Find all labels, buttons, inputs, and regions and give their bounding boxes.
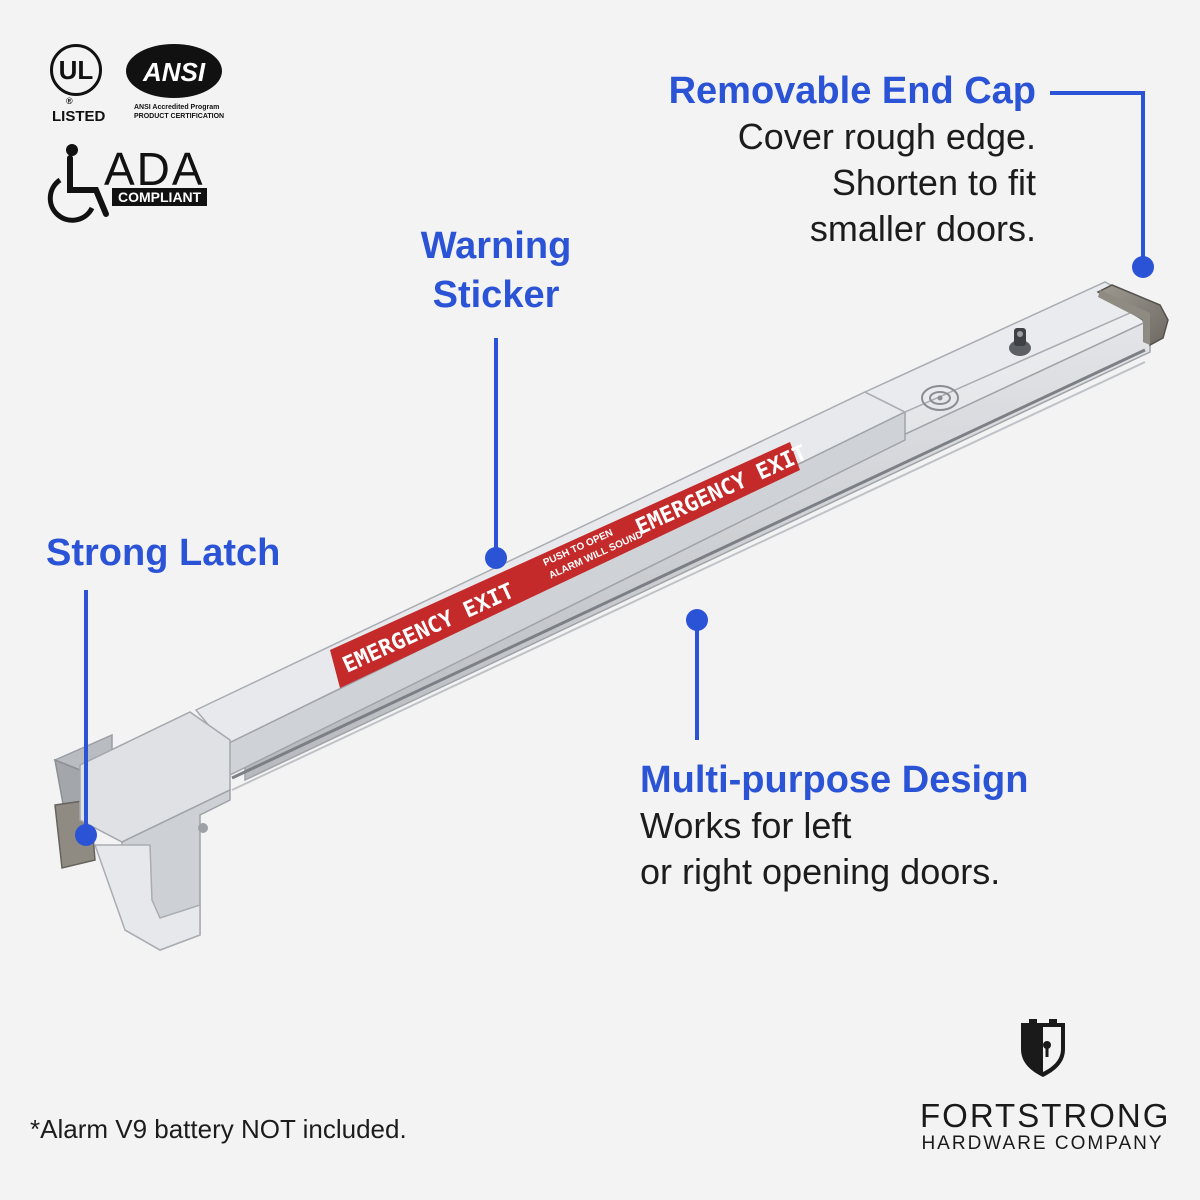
brand-logo: FORTSTRONG HARDWARE COMPANY (920, 1015, 1171, 1155)
end-cap (1096, 284, 1169, 347)
brand-name: FORTSTRONG (920, 1097, 1171, 1134)
speaker-grill-icon (921, 385, 959, 411)
design-title: Multi-purpose Design (640, 759, 1029, 801)
keyhole-icon (1009, 328, 1031, 356)
latch-callout: Strong Latch (46, 530, 346, 576)
sticker-callout: Warning Sticker (396, 222, 596, 320)
ada-compliant-label: COMPLIANT (112, 188, 208, 206)
callout-lines (84, 91, 1145, 830)
end-cap-callout: Removable End Cap Cover rough edge. Shor… (576, 68, 1036, 252)
latch-housing (53, 711, 231, 951)
end-cap-line-1: Cover rough edge. (737, 116, 1036, 157)
ada-mark: ADA (104, 143, 205, 195)
ansi-icon: ANSI (126, 44, 222, 98)
ada-badge: ADA COMPLIANT (40, 142, 215, 227)
sticker-title-line-2: Sticker (432, 274, 560, 316)
ul-listed-label: LISTED (52, 108, 106, 125)
ul-listed-icon: UL (50, 44, 102, 96)
end-cap-title: Removable End Cap (668, 70, 1036, 112)
warning-sticker: EMERGENCY EXIT PUSH TO OPEN ALARM WILL S… (330, 441, 811, 688)
design-callout: Multi-purpose Design Works for left or r… (640, 757, 1100, 895)
end-cap-line-2: Shorten to fit (831, 162, 1036, 203)
battery-footnote: *Alarm V9 battery NOT included. (30, 1114, 407, 1144)
ul-registered-mark: ® (66, 96, 73, 106)
callout-dots (75, 256, 1154, 846)
design-line-2: or right opening doors. (640, 851, 1001, 892)
ansi-line-2: PRODUCT CERTIFICATION (134, 113, 225, 120)
end-cap-line-3: smaller doors. (809, 208, 1036, 249)
latch-title: Strong Latch (46, 532, 281, 574)
shield-keyhole-icon (1020, 1019, 1065, 1077)
brand-tagline: HARDWARE COMPANY (921, 1133, 1164, 1154)
sticker-title-line-1: Warning (420, 225, 572, 267)
ul-listed-badge: UL ® LISTED (46, 44, 116, 129)
wheelchair-icon (47, 144, 109, 223)
ansi-line-1: ANSI Accredited Program (134, 104, 220, 111)
ansi-badge: ANSI ANSI Accredited Program PRODUCT CER… (124, 42, 224, 124)
design-line-1: Works for left (640, 805, 852, 846)
